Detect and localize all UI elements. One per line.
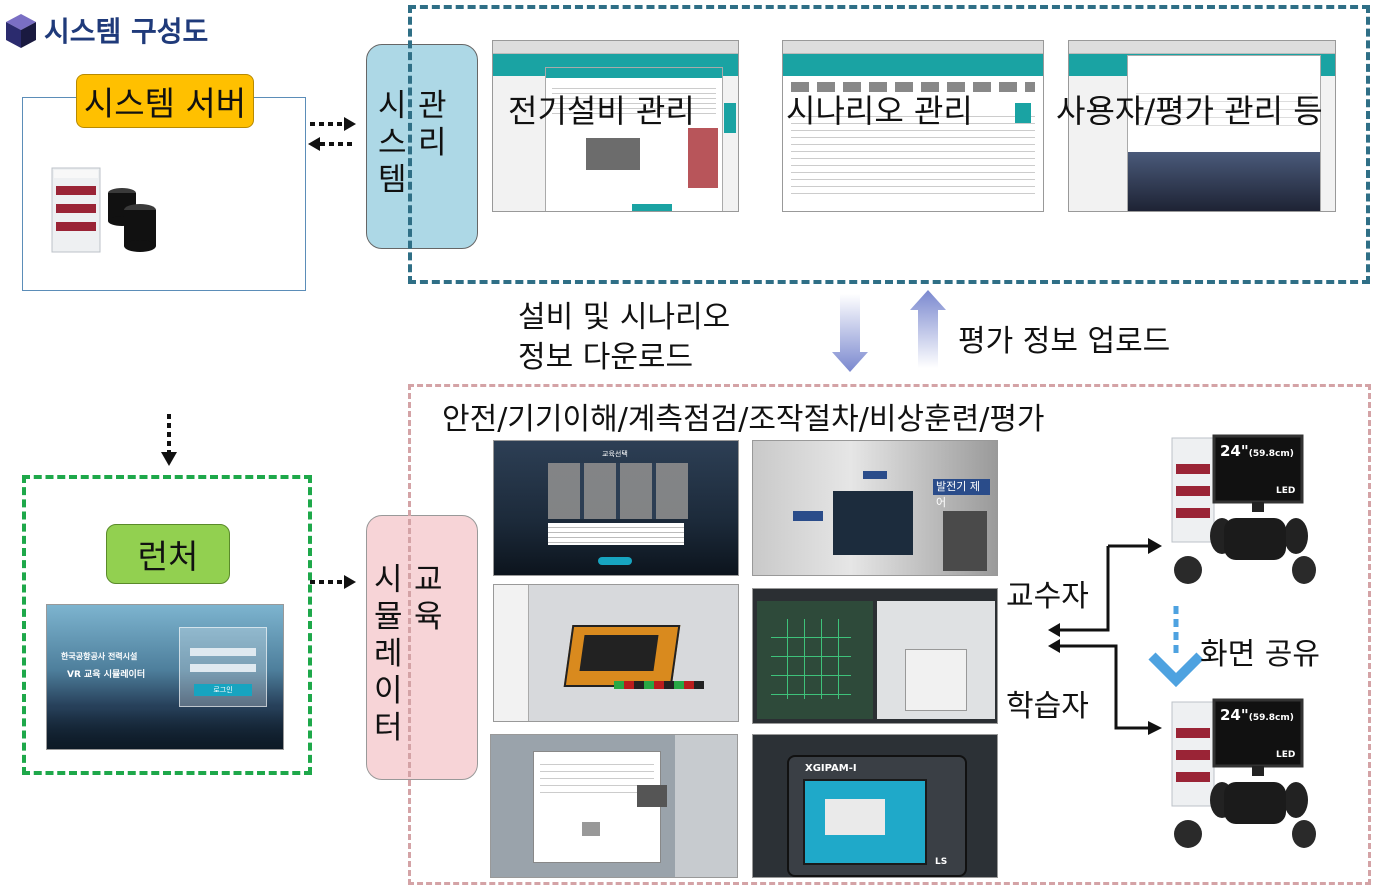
launcher-region: [22, 475, 312, 775]
launcher-sim-arrow: [310, 575, 356, 589]
training-menu-title: 교육선택: [602, 450, 628, 458]
training-modules-label: 안전/기기이해/계측점검/조작절차/비상훈련/평가: [442, 402, 1045, 437]
management-region: [408, 5, 1370, 284]
server-icon: [51, 167, 156, 253]
equipment-management-screenshot: [492, 40, 739, 212]
learner-label: 학습자: [1006, 689, 1089, 724]
equipment-management-label: 전기설비 관리: [508, 92, 695, 130]
scenario-management-screenshot: [782, 40, 1044, 212]
procedure-table-screenshot: [490, 734, 738, 878]
instructor-monitor-size: 24"(59.8cm): [1220, 442, 1294, 460]
protection-relay-screenshot: XGIPAM-I LS: [752, 734, 998, 878]
page-title: 시스템 구성도: [44, 15, 209, 48]
launcher-title-line2: VR 교육 시뮬레이터: [67, 670, 146, 680]
upload-arrow: [910, 290, 946, 368]
launcher-screenshot: 한국공항공사 전력시설 VR 교육 시뮬레이터 로그인: [46, 604, 284, 750]
wiring-diagram-screenshot: [752, 588, 998, 724]
learner-monitor-brand: LED: [1276, 750, 1296, 760]
download-arrow: [832, 294, 868, 372]
instructor-label: 교수자: [1006, 579, 1089, 614]
launcher-label: 런처: [106, 524, 230, 584]
server-mgmt-arrows: [308, 117, 356, 151]
screen-share-arrow: [1148, 606, 1204, 688]
relay-logo: LS: [935, 857, 948, 867]
simulator-box: [366, 515, 478, 780]
learner-vr-station-icon: [1171, 698, 1316, 848]
learner-monitor-size: 24"(59.8cm): [1220, 706, 1294, 724]
instructor-monitor-brand: LED: [1276, 486, 1296, 496]
relay-brand: XGIPAM-I: [805, 763, 857, 774]
training-menu-screenshot: 교육선택: [493, 440, 739, 576]
launcher-login-button[interactable]: 로그인: [194, 684, 252, 696]
user-evaluation-management-label: 사용자/평가 관리 등: [1056, 92, 1323, 130]
generator-control-screenshot: 발전기 제어: [752, 440, 998, 576]
instructor-vr-station-icon: [1171, 434, 1316, 584]
scenario-management-label: 시나리오 관리: [786, 92, 973, 130]
measurement-inspection-screenshot: [493, 584, 739, 722]
upload-label: 평가 정보 업로드: [958, 324, 1171, 359]
instructor-learner-connectors: [1048, 538, 1162, 735]
user-evaluation-management-screenshot: [1068, 40, 1336, 212]
screen-share-label: 화면 공유: [1200, 637, 1320, 672]
management-system-box: [366, 44, 478, 249]
cube-icon: [6, 14, 36, 48]
server-launcher-arrow: [161, 414, 177, 466]
launcher-title-line1: 한국공항공사 전력시설: [61, 652, 138, 661]
server-label: 시스템 서버: [76, 74, 254, 128]
generator-control-tag: 발전기 제어: [933, 479, 990, 509]
